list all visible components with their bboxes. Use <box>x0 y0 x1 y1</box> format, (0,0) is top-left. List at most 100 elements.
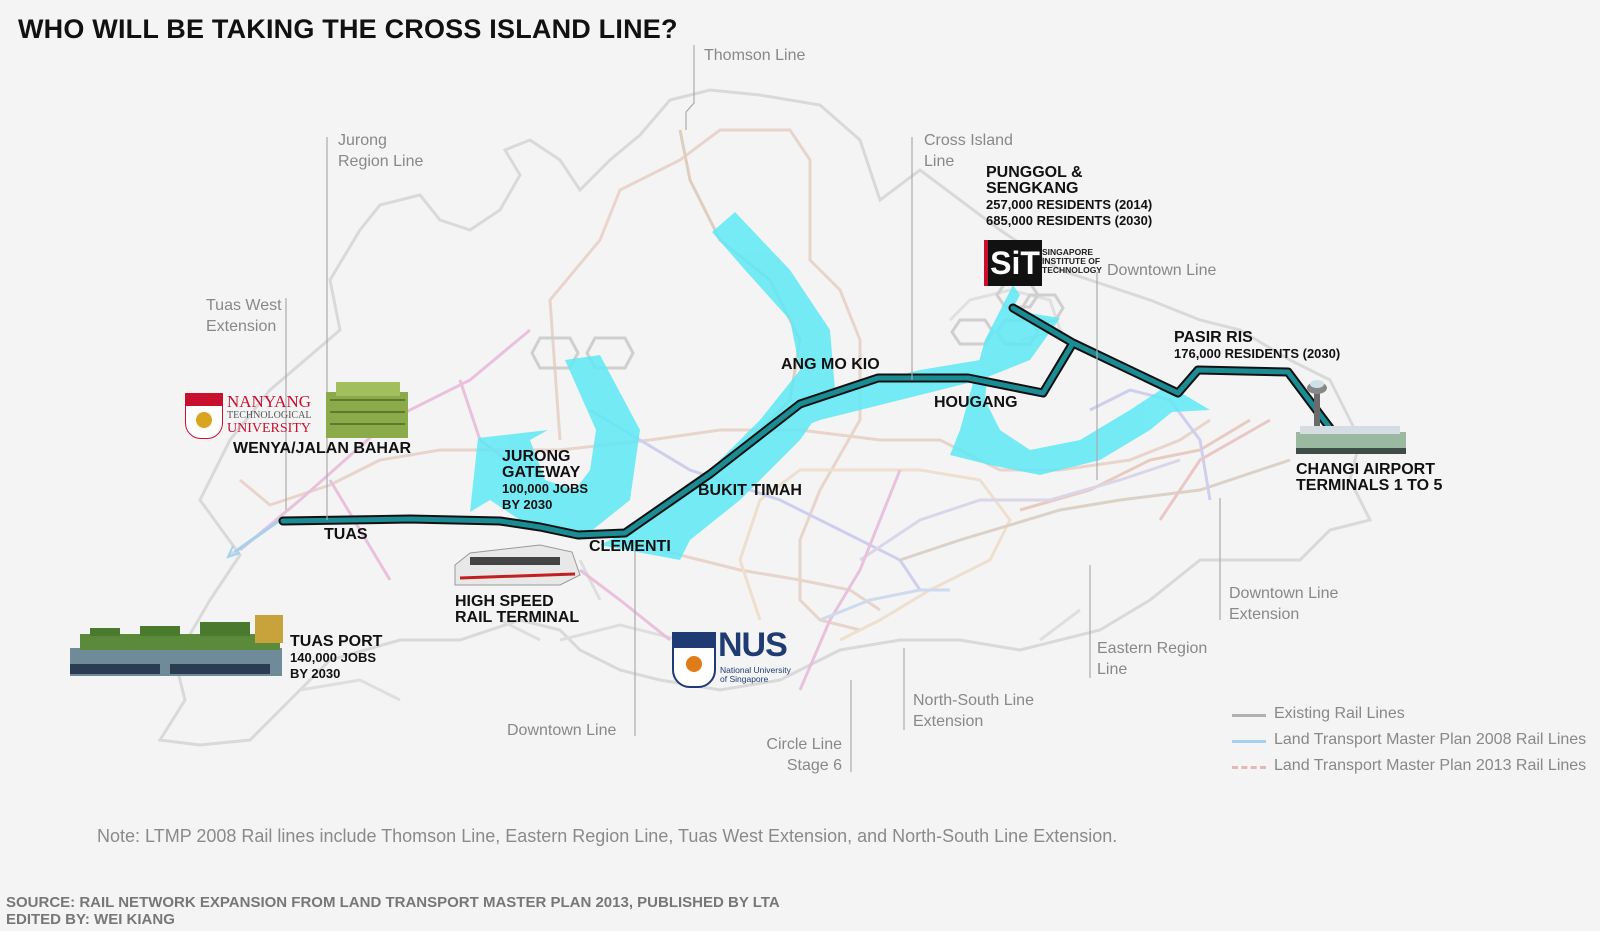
lrt-loop-bukit-panjang <box>585 336 635 370</box>
editor-line: EDITED BY: WEI KIANG <box>6 911 175 928</box>
ntu-logo-text-2: TECHNOLOGICAL <box>227 410 312 421</box>
label-jurong-region-line-1: Jurong <box>338 132 387 149</box>
place-tuas-port-name: TUAS PORT <box>290 633 383 650</box>
source-credit: SOURCE: RAIL NETWORK EXPANSION FROM LAND… <box>6 894 780 928</box>
flow-arrow-punggol <box>950 285 1210 475</box>
place-changi-name-1: CHANGI AIRPORT <box>1296 461 1435 478</box>
label-cross-island-line-1: Cross Island <box>924 132 1013 149</box>
nus-logo: NUS National University of Singapore <box>672 626 802 688</box>
place-punggol-name-1: PUNGGOL & <box>986 164 1083 181</box>
label-eastern-region-line-2: Line <box>1097 661 1128 678</box>
ntu-logo: NANYANG TECHNOLOGICAL UNIVERSITY <box>185 393 325 439</box>
label-jurong-region-line: Jurong Region Line <box>338 130 423 172</box>
ltmp2013-line-tuas-south <box>328 479 392 581</box>
place-changi-airport: CHANGI AIRPORT TERMINALS 1 TO 5 <box>1296 462 1442 494</box>
label-north-south-line-extension-2: Extension <box>913 713 984 730</box>
sit-logo-text-3: TECHNOLOGY <box>1042 265 1102 275</box>
place-wenya-jalan-bahar: WENYA/JALAN BAHAR <box>233 440 412 457</box>
sit-logo-text-2: INSTITUTE OF <box>1042 256 1101 266</box>
legend-label-2008: Land Transport Master Plan 2008 Rail Lin… <box>1274 731 1587 748</box>
sit-logo-text: SINGAPORE INSTITUTE OF TECHNOLOGY <box>1042 248 1102 275</box>
existing-line-ne <box>619 538 881 612</box>
label-downtown-line-extension-2: Extension <box>1229 606 1300 623</box>
flow-arrow-east <box>750 310 1060 470</box>
ltmp2013-line-nus <box>579 568 671 642</box>
place-punggol-detail-1: 257,000 RESIDENTS (2014) <box>986 197 1153 212</box>
ntu-logo-text-1: NANYANG <box>227 392 312 411</box>
coastline-detail <box>299 559 1081 702</box>
label-jurong-region-line-2: Region Line <box>338 153 424 170</box>
label-downtown-line-west: Downtown Line <box>507 722 617 739</box>
label-cross-island-line: Cross Island Line <box>924 130 1013 172</box>
legend-swatch-existing <box>1232 714 1266 717</box>
label-north-south-line-extension: North-South Line Extension <box>913 690 1034 732</box>
nus-crest-icon <box>672 632 716 688</box>
source-line: SOURCE: RAIL NETWORK EXPANSION FROM LAND… <box>6 894 780 911</box>
label-tuas-west-extension-1: Tuas West <box>206 297 282 314</box>
existing-circle-line <box>738 468 1012 642</box>
place-tuas-port-detail-1: 140,000 JOBS <box>290 650 377 665</box>
label-circle-line-stage-6-1: Circle Line <box>766 736 842 753</box>
footnote: Note: LTMP 2008 Rail lines include Thoms… <box>97 826 1118 846</box>
place-punggol-name-2: SENGKANG <box>986 180 1079 197</box>
cross-island-line <box>280 305 1333 538</box>
label-eastern-region-line-1: Eastern Region <box>1097 640 1208 657</box>
label-downtown-line-extension-1: Downtown Line <box>1229 585 1339 602</box>
ltmp-line-eastern-region <box>859 458 1181 562</box>
place-bukit-timah: BUKIT TIMAH <box>698 482 802 499</box>
ntu-logo-text-3: UNIVERSITY <box>227 421 311 436</box>
existing-line-ns <box>548 128 862 632</box>
place-jurong-gateway-name-1: JURONG <box>502 448 571 465</box>
place-tuas-port: TUAS PORT 140,000 JOBS BY 2030 <box>290 634 382 682</box>
changi-control-tower-icon <box>1296 380 1406 454</box>
nus-logo-mark: NUS <box>718 626 788 664</box>
label-tuas-west-extension-2: Extension <box>206 318 277 335</box>
tuas-west-arrow-head <box>226 545 241 559</box>
place-jurong-gateway-detail-2: BY 2030 <box>502 497 553 512</box>
place-tuas-port-detail-2: BY 2030 <box>290 666 341 681</box>
label-tuas-west-extension: Tuas West Extension <box>206 295 282 337</box>
place-jurong-gateway-detail-1: 100,000 JOBS <box>502 481 589 496</box>
place-punggol-sengkang: PUNGGOL & SENGKANG 257,000 RESIDENTS (20… <box>986 165 1152 229</box>
sit-logo-text-1: SINGAPORE <box>1042 247 1094 257</box>
ltmp-line-ns-ext <box>819 588 950 622</box>
sit-logo: SiT SINGAPORE INSTITUTE OF TECHNOLOGY <box>984 240 1104 286</box>
place-jurong-gateway: JURONG GATEWAY 100,000 JOBS BY 2030 <box>502 449 588 513</box>
label-downtown-line-east: Downtown Line <box>1107 262 1217 279</box>
label-thomson-line: Thomson Line <box>704 47 806 64</box>
label-circle-line-stage-6-2: Stage 6 <box>786 757 842 774</box>
label-eastern-region-line: Eastern Region Line <box>1097 638 1207 680</box>
ntu-crest-icon <box>185 393 223 439</box>
ltmp-line-east <box>899 458 1291 562</box>
page-title: WHO WILL BE TAKING THE CROSS ISLAND LINE… <box>18 14 678 44</box>
high-speed-train-icon <box>454 544 581 586</box>
ltmp-line-downtown <box>589 408 922 591</box>
label-circle-line-stage-6: Circle Line Stage 6 <box>764 734 842 776</box>
place-ang-mo-kio: ANG MO KIO <box>781 356 880 373</box>
place-pasir-ris: PASIR RIS 176,000 RESIDENTS (2030) <box>1174 330 1340 362</box>
flow-arrow-north <box>600 212 835 560</box>
nus-logo-text-2: of Singapore <box>720 674 769 684</box>
label-north-south-line-extension-1: North-South Line <box>913 692 1034 709</box>
place-changi-name-2: TERMINALS 1 TO 5 <box>1296 477 1443 494</box>
label-cross-island-line-2: Line <box>924 153 955 170</box>
tuas-port-icon <box>70 615 283 676</box>
tuas-west-arrow <box>234 518 281 554</box>
nus-logo-text-1: National University <box>720 665 791 675</box>
place-punggol-detail-2: 685,000 RESIDENTS (2030) <box>986 213 1153 228</box>
legend-swatch-2008 <box>1232 740 1266 743</box>
label-downtown-line-extension: Downtown Line Extension <box>1229 583 1338 625</box>
legend-swatch-2013 <box>1232 766 1266 769</box>
nus-logo-text: National University of Singapore <box>720 666 791 684</box>
ltmp2013-line-circle <box>798 469 902 691</box>
leader-thomson <box>685 45 695 130</box>
place-hsr-name-1: HIGH SPEED <box>455 593 554 610</box>
place-tuas: TUAS <box>324 526 368 543</box>
place-hsr-name-2: RAIL TERMINAL <box>455 609 580 626</box>
ltmp2013-line-southeast <box>1158 418 1271 521</box>
ntu-building-icon <box>326 382 408 438</box>
place-jurong-gateway-name-2: GATEWAY <box>502 464 581 481</box>
place-high-speed-rail-terminal: HIGH SPEED RAIL TERMINAL <box>455 594 579 626</box>
